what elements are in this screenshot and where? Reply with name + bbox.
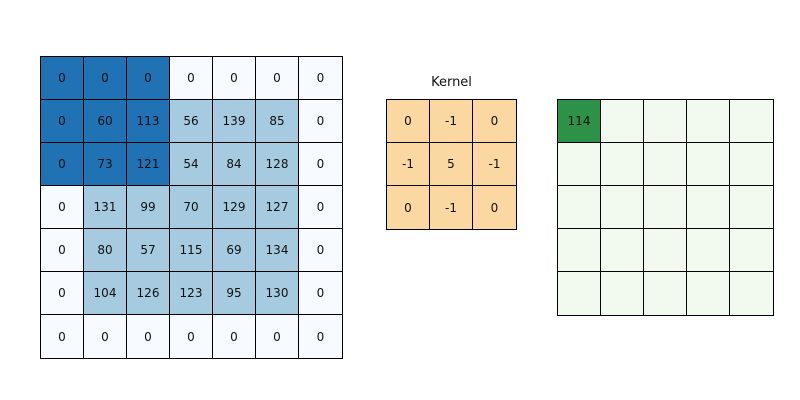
kernel-cell-r2c0: 0 xyxy=(387,186,430,229)
input-cell-r5c1: 104 xyxy=(84,272,127,315)
output-cell-r2c1 xyxy=(601,186,644,229)
input-cell-r6c1: 0 xyxy=(84,315,127,358)
output-cell-r3c0 xyxy=(558,229,601,272)
input-cell-r0c1: 0 xyxy=(84,57,127,100)
input-cell-r2c6: 0 xyxy=(299,143,342,186)
output-cell-r3c1 xyxy=(601,229,644,272)
kernel-cell-r1c2: -1 xyxy=(473,143,516,186)
input-cell-r3c6: 0 xyxy=(299,186,342,229)
input-cell-r2c1: 73 xyxy=(84,143,127,186)
output-cell-r4c0 xyxy=(558,272,601,315)
input-cell-r3c3: 70 xyxy=(170,186,213,229)
output-cell-r0c1 xyxy=(601,100,644,143)
output-cell-r2c3 xyxy=(687,186,730,229)
input-cell-r3c1: 131 xyxy=(84,186,127,229)
output-cell-r4c2 xyxy=(644,272,687,315)
input-cell-r1c2: 113 xyxy=(127,100,170,143)
output-cell-r4c4 xyxy=(730,272,773,315)
input-cell-r3c2: 99 xyxy=(127,186,170,229)
output-matrix-grid: 114 xyxy=(557,99,774,316)
output-cell-r4c1 xyxy=(601,272,644,315)
output-cell-r2c0 xyxy=(558,186,601,229)
input-cell-r1c1: 60 xyxy=(84,100,127,143)
input-cell-r5c4: 95 xyxy=(213,272,256,315)
kernel-cell-r1c1: 5 xyxy=(430,143,473,186)
input-cell-r5c2: 126 xyxy=(127,272,170,315)
input-cell-r5c5: 130 xyxy=(256,272,299,315)
output-cell-r2c2 xyxy=(644,186,687,229)
input-cell-r2c2: 121 xyxy=(127,143,170,186)
input-cell-r4c2: 57 xyxy=(127,229,170,272)
input-cell-r0c0: 0 xyxy=(41,57,84,100)
kernel-cell-r2c2: 0 xyxy=(473,186,516,229)
input-cell-r1c4: 139 xyxy=(213,100,256,143)
output-cell-r3c3 xyxy=(687,229,730,272)
input-cell-r4c3: 115 xyxy=(170,229,213,272)
input-cell-r3c0: 0 xyxy=(41,186,84,229)
input-cell-r6c4: 0 xyxy=(213,315,256,358)
output-cell-r1c3 xyxy=(687,143,730,186)
input-cell-r3c4: 129 xyxy=(213,186,256,229)
output-cell-r3c4 xyxy=(730,229,773,272)
input-cell-r5c6: 0 xyxy=(299,272,342,315)
output-cell-r0c2 xyxy=(644,100,687,143)
input-cell-r0c3: 0 xyxy=(170,57,213,100)
output-cell-r0c0: 114 xyxy=(558,100,601,143)
output-cell-r1c4 xyxy=(730,143,773,186)
input-cell-r2c3: 54 xyxy=(170,143,213,186)
input-cell-r4c0: 0 xyxy=(41,229,84,272)
input-cell-r6c5: 0 xyxy=(256,315,299,358)
input-cell-r5c3: 123 xyxy=(170,272,213,315)
input-cell-r4c1: 80 xyxy=(84,229,127,272)
input-cell-r2c5: 128 xyxy=(256,143,299,186)
input-cell-r1c0: 0 xyxy=(41,100,84,143)
kernel-cell-r0c2: 0 xyxy=(473,100,516,143)
input-cell-r5c0: 0 xyxy=(41,272,84,315)
output-cell-r0c3 xyxy=(687,100,730,143)
input-cell-r1c5: 85 xyxy=(256,100,299,143)
kernel-cell-r1c0: -1 xyxy=(387,143,430,186)
input-cell-r6c0: 0 xyxy=(41,315,84,358)
input-cell-r3c5: 127 xyxy=(256,186,299,229)
kernel-cell-r0c0: 0 xyxy=(387,100,430,143)
output-cell-r4c3 xyxy=(687,272,730,315)
input-cell-r1c6: 0 xyxy=(299,100,342,143)
kernel-cell-r2c1: -1 xyxy=(430,186,473,229)
input-cell-r2c4: 84 xyxy=(213,143,256,186)
input-cell-r0c5: 0 xyxy=(256,57,299,100)
input-cell-r0c4: 0 xyxy=(213,57,256,100)
input-cell-r4c5: 134 xyxy=(256,229,299,272)
input-cell-r6c6: 0 xyxy=(299,315,342,358)
output-cell-r0c4 xyxy=(730,100,773,143)
output-cell-r1c1 xyxy=(601,143,644,186)
output-cell-r1c0 xyxy=(558,143,601,186)
output-cell-r1c2 xyxy=(644,143,687,186)
input-cell-r6c2: 0 xyxy=(127,315,170,358)
output-cell-r3c2 xyxy=(644,229,687,272)
input-cell-r4c6: 0 xyxy=(299,229,342,272)
output-cell-r2c4 xyxy=(730,186,773,229)
input-cell-r2c0: 0 xyxy=(41,143,84,186)
kernel-title: Kernel xyxy=(431,75,472,90)
input-cell-r4c4: 69 xyxy=(213,229,256,272)
input-cell-r0c6: 0 xyxy=(299,57,342,100)
kernel-cell-r0c1: -1 xyxy=(430,100,473,143)
input-cell-r1c3: 56 xyxy=(170,100,213,143)
input-cell-r0c2: 0 xyxy=(127,57,170,100)
input-cell-r6c3: 0 xyxy=(170,315,213,358)
